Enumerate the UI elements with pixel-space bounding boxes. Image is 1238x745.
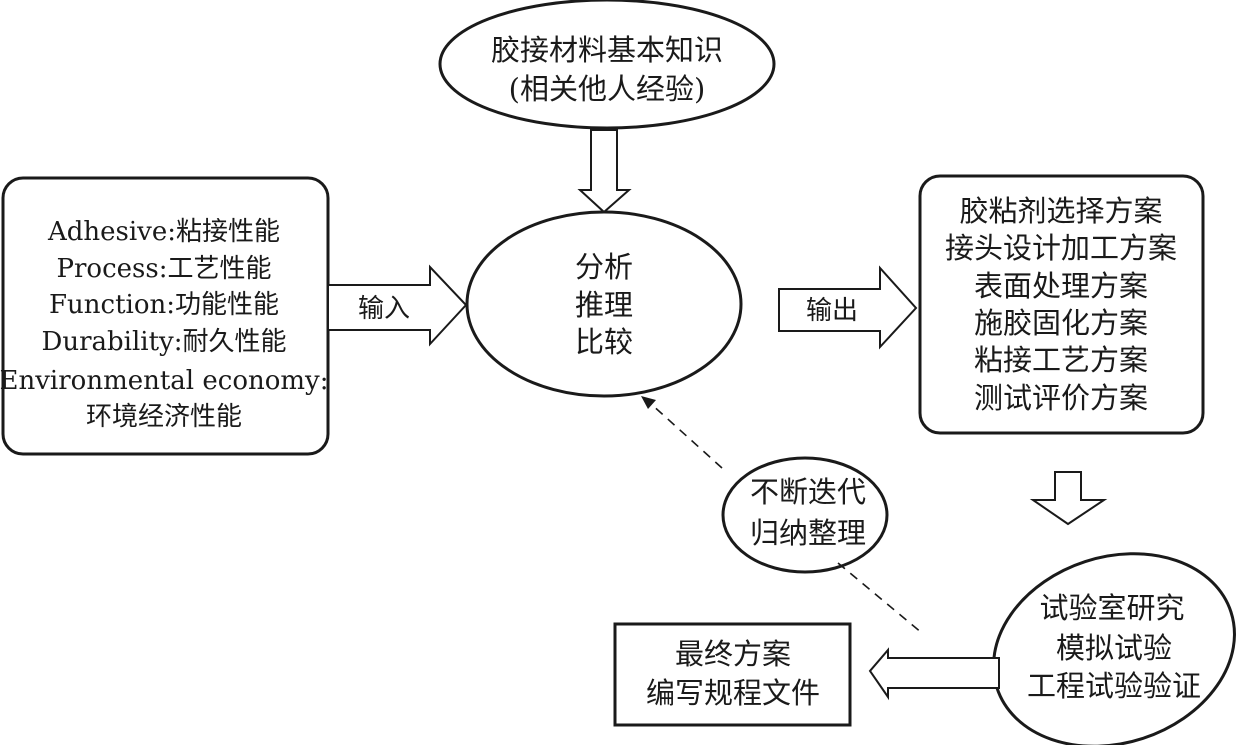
verification-to-final-arrow	[868, 647, 1000, 701]
plan-surface-treatment: 表面处理方案	[974, 269, 1148, 303]
iteration-line-2: 归纳整理	[750, 516, 866, 550]
plans-box	[918, 174, 1205, 435]
verification-line-3: 工程试验验证	[1027, 669, 1201, 703]
verification-line-1: 试验室研究	[1039, 591, 1184, 625]
input-arrow: 输入	[327, 264, 468, 347]
analysis-line-2: 推理	[575, 288, 633, 322]
property-durability: Durability:耐久性能	[41, 327, 286, 357]
output-label: 输出	[806, 296, 858, 326]
final-line-2: 编写规程文件	[646, 676, 820, 710]
feedback-dashed-line-upper	[649, 402, 723, 469]
feedback-dashed-line-lower	[837, 562, 923, 634]
output-arrow: 输出	[778, 265, 918, 350]
plans-node: 胶粘剂选择方案 接头设计加工方案 表面处理方案 施胶固化方案 粘接工艺方案 测试…	[918, 174, 1205, 435]
properties-node: Adhesive:粘接性能 Process:工艺性能 Function:功能性能…	[0, 176, 330, 456]
knowledge-to-analysis-arrow	[577, 129, 632, 214]
final-node: 最终方案 编写规程文件	[613, 622, 852, 727]
iteration-line-1: 不断迭代	[750, 475, 866, 509]
property-environmental-cn: 环境经济性能	[86, 402, 242, 432]
plan-joint-design: 接头设计加工方案	[945, 231, 1177, 265]
analysis-line-3: 比较	[575, 325, 633, 359]
plans-to-verification-arrow	[1029, 471, 1108, 526]
input-arrow-shape	[327, 264, 468, 347]
final-box	[613, 622, 852, 727]
property-adhesive: Adhesive:粘接性能	[47, 217, 280, 247]
output-arrow-shape	[778, 265, 918, 350]
knowledge-line-1: 胶接材料基本知识	[491, 33, 723, 67]
feedback-arrowhead-icon	[641, 396, 656, 409]
property-environmental: Environmental economy:	[0, 366, 328, 396]
plan-adhesive-selection: 胶粘剂选择方案	[959, 194, 1162, 228]
property-process: Process:工艺性能	[57, 254, 272, 284]
final-line-1: 最终方案	[675, 637, 791, 671]
plan-curing: 施胶固化方案	[974, 306, 1148, 340]
knowledge-ellipse	[438, 0, 776, 130]
knowledge-line-2: (相关他人经验)	[509, 72, 706, 106]
property-function: Function:功能性能	[49, 290, 279, 320]
analysis-ellipse	[465, 210, 743, 398]
verification-line-2: 模拟试验	[1056, 631, 1172, 665]
knowledge-node: 胶接材料基本知识 (相关他人经验)	[438, 0, 776, 130]
plan-testing-evaluation: 测试评价方案	[974, 381, 1148, 415]
analysis-node: 分析 推理 比较	[465, 210, 743, 398]
analysis-line-1: 分析	[575, 250, 633, 284]
plan-bonding-process: 粘接工艺方案	[974, 343, 1148, 377]
verification-node: 试验室研究 模拟试验 工程试验验证	[992, 552, 1236, 745]
input-label: 输入	[358, 294, 410, 324]
iteration-node: 不断迭代 归纳整理	[721, 456, 889, 574]
iteration-ellipse	[721, 456, 889, 574]
